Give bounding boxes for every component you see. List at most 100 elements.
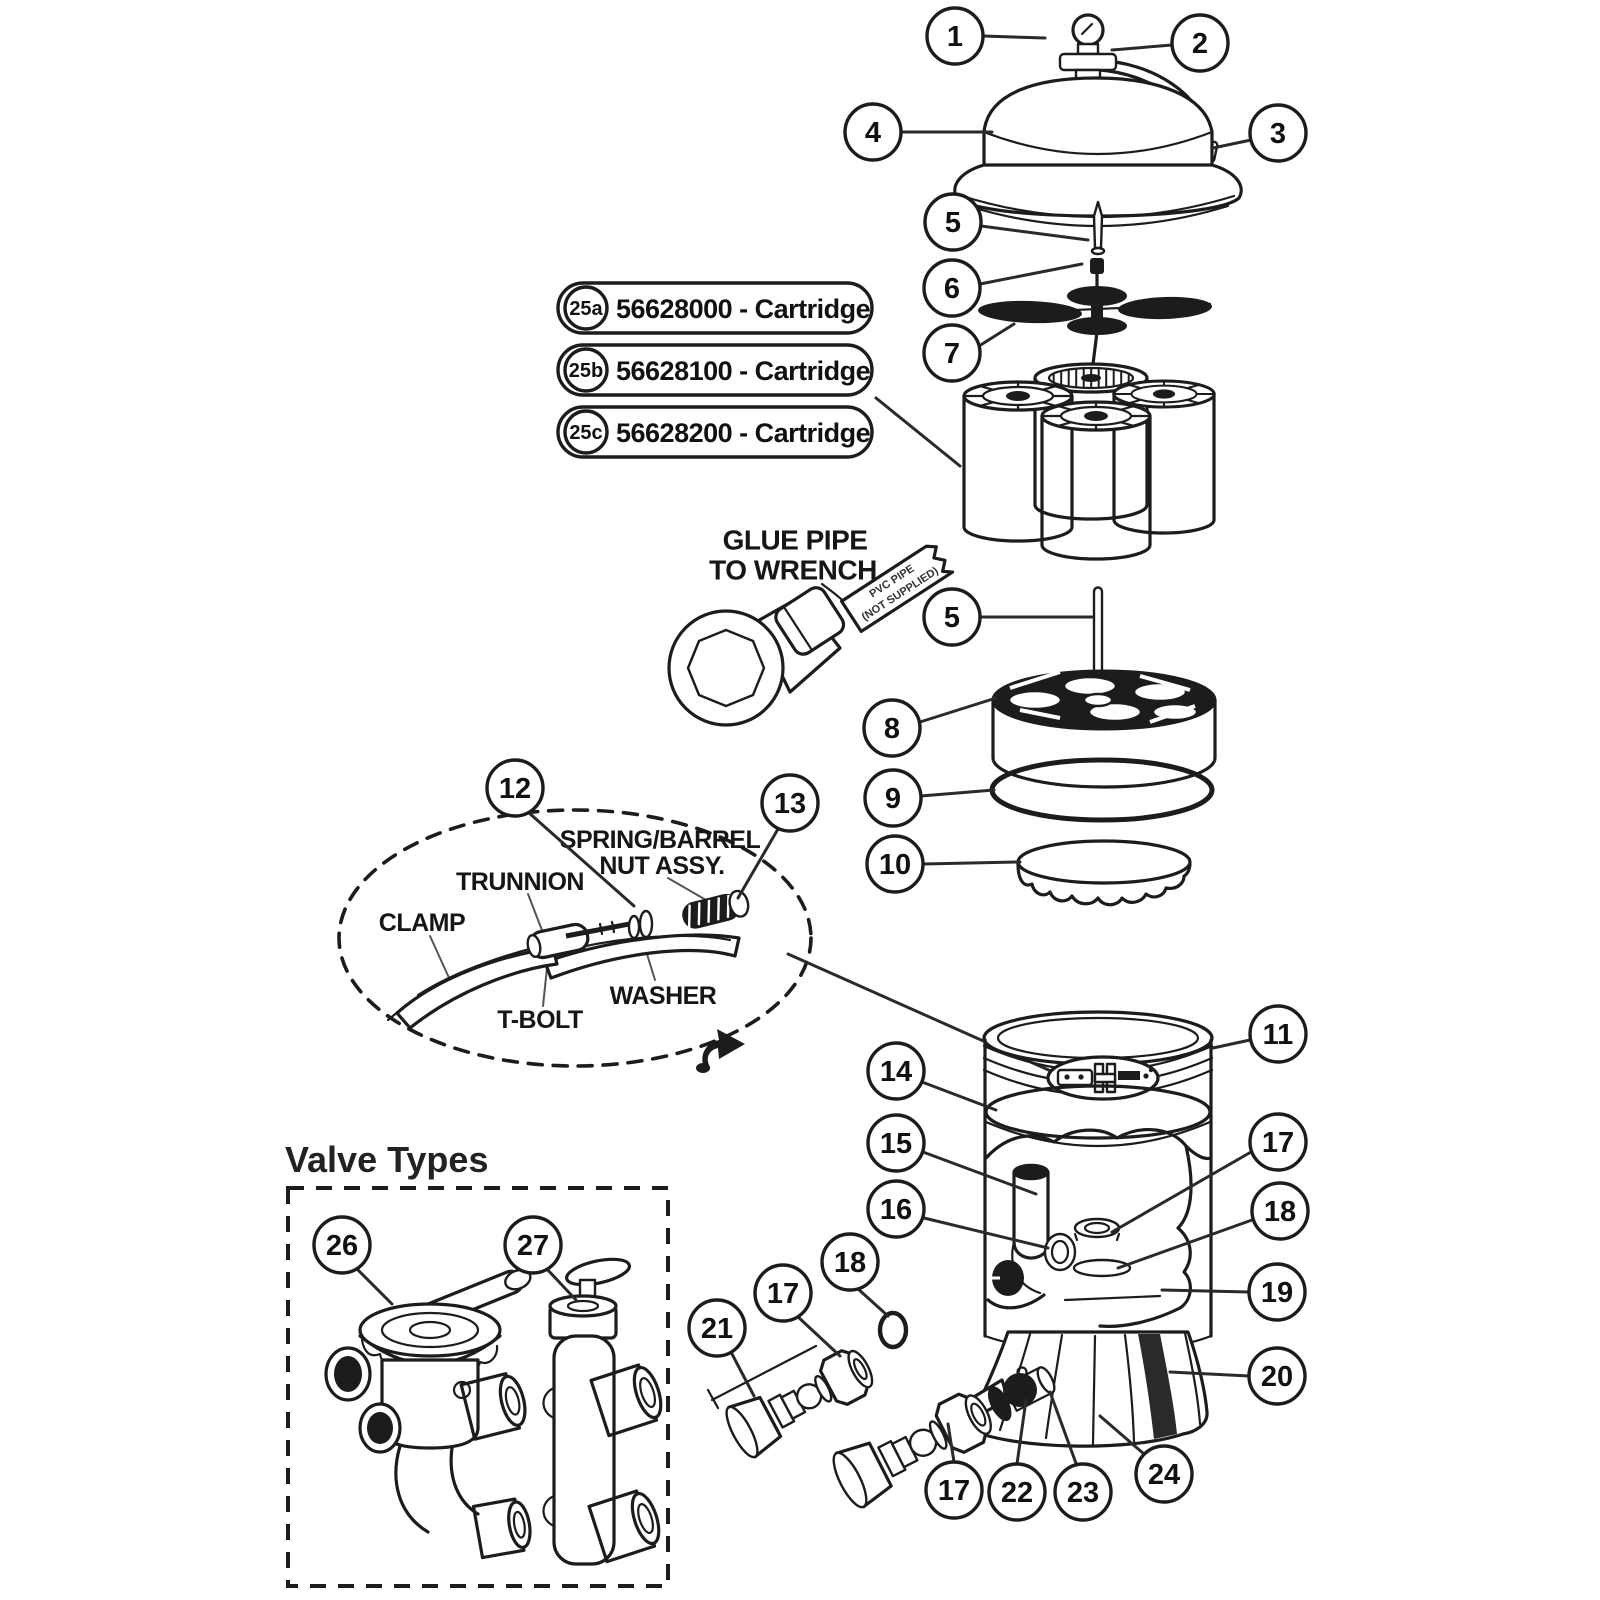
- callout-19-number: 19: [1261, 1277, 1293, 1309]
- filter-lid: [953, 76, 1243, 228]
- oring-18-part: [877, 1310, 909, 1350]
- leader-10: [921, 860, 1022, 866]
- callout-5b-number: 5: [944, 602, 960, 634]
- callout-7-number: 7: [944, 338, 960, 370]
- callout-3-number: 3: [1270, 118, 1286, 150]
- callout-17a: 17: [1248, 1112, 1308, 1172]
- callout-17b-number: 17: [767, 1278, 799, 1310]
- callout-22-number: 22: [1001, 1477, 1033, 1509]
- t-bolt-label: T-BOLT: [497, 1006, 583, 1034]
- callout-11-number: 11: [1263, 1019, 1294, 1051]
- callout-23-number: 23: [1067, 1477, 1099, 1509]
- leader-22: [1015, 1398, 1028, 1466]
- callout-16: 16: [866, 1179, 926, 1239]
- leader-5a: [979, 224, 1090, 242]
- callout-14-number: 14: [880, 1056, 912, 1088]
- callout-13: 13: [760, 773, 820, 833]
- valve-types-section: Valve Types: [285, 1139, 670, 1588]
- manifold-stack: [989, 586, 1217, 907]
- glue-pipe-label-1: GLUE PIPE: [723, 525, 868, 556]
- callout-4-number: 4: [865, 117, 881, 149]
- callout-17c: 17: [924, 1460, 984, 1520]
- leader-18b: [855, 1286, 890, 1318]
- callout-17a-number: 17: [1262, 1127, 1294, 1159]
- callout-12-number: 12: [499, 773, 531, 805]
- part-pill-25a: 25a 56628000 - Cartridge: [556, 281, 874, 335]
- bottom-grid-plate: [1016, 839, 1192, 907]
- callout-27-number: 27: [517, 1230, 549, 1262]
- callout-18a: 18: [1250, 1181, 1310, 1241]
- clamp-detail-boundary: [337, 808, 813, 1068]
- leader-20: [1168, 1370, 1251, 1378]
- cartridge-spider: [978, 286, 1212, 374]
- leader-16: [922, 1216, 1050, 1250]
- callout-22: 22: [987, 1462, 1047, 1522]
- leader-pills-to-cartridges: [874, 396, 962, 468]
- spring-barrel-pointer: [667, 877, 707, 901]
- tank-assembly: [964, 1010, 1214, 1448]
- valve-types-boundary: [286, 1186, 670, 1588]
- leader-3: [1211, 138, 1253, 150]
- valve-types-title: Valve Types: [285, 1139, 488, 1180]
- callout-2-number: 2: [1192, 28, 1208, 60]
- callout-5a: 5: [923, 192, 983, 252]
- bleed-needle: [1090, 200, 1106, 256]
- cartridge-right: [1112, 379, 1216, 535]
- callout-7: 7: [922, 323, 982, 383]
- leader-24: [1098, 1414, 1146, 1456]
- callout-26-number: 26: [326, 1230, 358, 1262]
- part-number-25c: 56628200 - Cartridge: [616, 418, 871, 448]
- leader-17c: [946, 1422, 956, 1464]
- callout-25a-number: 25a: [569, 298, 603, 320]
- callout-21-number: 21: [701, 1313, 733, 1345]
- trunnion-label: TRUNNION: [456, 868, 584, 896]
- cartridge-part-pills: 25a 56628000 - Cartridge 25b 56628100 - …: [556, 281, 962, 468]
- callout-5b: 5: [922, 587, 982, 647]
- callouts: 1 2 3 4 5 6 7 5 8 9 10 12 13 11 14 15 16…: [312, 6, 1310, 1522]
- rotate-arrow-icon: [696, 1029, 745, 1073]
- tank-body: [983, 1038, 1213, 1347]
- callout-17c-number: 17: [938, 1475, 970, 1507]
- leader-14: [920, 1080, 998, 1112]
- cartridge-cluster: [962, 362, 1216, 561]
- sight-port-16: [1043, 1232, 1077, 1272]
- spring-barrel-nut-part: [682, 889, 750, 929]
- leader-17a: [1110, 1150, 1253, 1234]
- lid-assembly: [953, 13, 1243, 374]
- leader-9: [919, 788, 996, 798]
- callout-24: 24: [1134, 1444, 1194, 1504]
- callout-3: 3: [1248, 103, 1308, 163]
- callout-18b-number: 18: [834, 1247, 866, 1279]
- trunnion-part: [526, 922, 590, 960]
- leader-27: [544, 1266, 578, 1302]
- cartridge-back: [1033, 362, 1149, 521]
- leader-21: [729, 1350, 756, 1398]
- leader-8: [918, 696, 998, 724]
- callout-4: 4: [843, 102, 903, 162]
- part-pill-25b: 25b 56628100 - Cartridge: [556, 343, 874, 397]
- callout-6-number: 6: [944, 273, 960, 305]
- callout-8: 8: [862, 698, 922, 758]
- washer-part: [627, 909, 654, 940]
- clamp-label: CLAMP: [379, 909, 465, 937]
- callout-10: 10: [865, 834, 925, 894]
- part-number-25b: 56628100 - Cartridge: [616, 356, 871, 386]
- callout-15: 15: [866, 1113, 926, 1173]
- tank-base: [964, 1330, 1209, 1448]
- callout-16-number: 16: [880, 1194, 912, 1226]
- leader-lines: [354, 34, 1254, 1468]
- t-bolt-part: [565, 919, 641, 939]
- callout-2: 2: [1170, 13, 1230, 73]
- callout-18b: 18: [820, 1232, 880, 1292]
- drain-knob: [990, 1260, 1024, 1296]
- callout-18a-number: 18: [1264, 1196, 1296, 1228]
- callout-5a-number: 5: [945, 207, 961, 239]
- standpipe: [1011, 1163, 1050, 1295]
- part-number-25a: 56628000 - Cartridge: [616, 294, 871, 324]
- callout-25b-number: 25b: [569, 360, 603, 382]
- spring-barrel-label-1: SPRING/BARREL: [560, 826, 761, 854]
- leader-1: [981, 34, 1047, 40]
- cartridge-left: [962, 380, 1074, 543]
- callout-27: 27: [503, 1215, 563, 1275]
